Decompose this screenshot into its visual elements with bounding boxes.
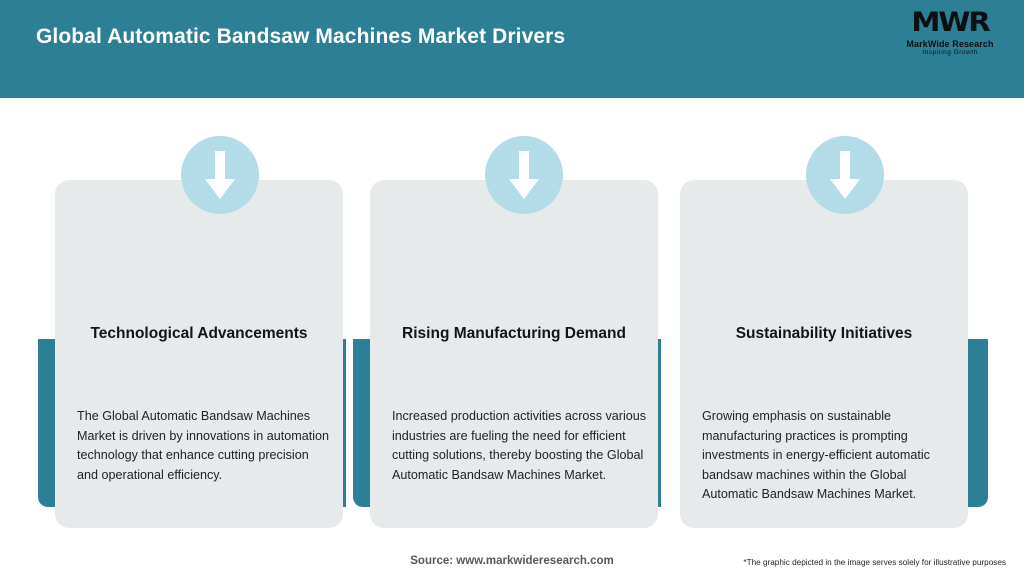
card-title: Sustainability Initiatives <box>735 325 913 342</box>
logo-company-name: MarkWide Research <box>906 39 994 49</box>
card-surface: Rising Manufacturing Demand Increased pr… <box>370 180 658 528</box>
brand-logo: MWR MarkWide Research Inspiring Growth <box>898 8 1002 64</box>
page-title: Global Automatic Bandsaw Machines Market… <box>36 25 566 48</box>
disclaimer-text: *The graphic depicted in the image serve… <box>743 558 1006 567</box>
card-description: The Global Automatic Bandsaw Machines Ma… <box>77 409 330 482</box>
down-arrow-icon <box>806 136 884 214</box>
card-surface: Sustainability Initiatives Growing empha… <box>680 180 968 528</box>
card-title: Rising Manufacturing Demand <box>402 325 626 342</box>
card-description: Growing emphasis on sustainable manufact… <box>702 409 930 501</box>
card-title: Technological Advancements <box>90 325 308 342</box>
source-text: Source: www.markwideresearch.com <box>410 555 614 567</box>
page-header: Global Automatic Bandsaw Machines Market… <box>0 0 1024 98</box>
down-arrow-icon <box>181 136 259 214</box>
card-description: Increased production activities across v… <box>392 409 647 482</box>
card-surface: Technological Advancements The Global Au… <box>55 180 343 528</box>
logo-monogram: MWR <box>911 7 990 38</box>
driver-card-2: Rising Manufacturing Demand Increased pr… <box>345 98 665 538</box>
drivers-container: Technological Advancements The Global Au… <box>0 98 1024 538</box>
logo-tagline: Inspiring Growth <box>922 49 978 56</box>
down-arrow-icon <box>485 136 563 214</box>
driver-card-3: Sustainability Initiatives Growing empha… <box>660 98 988 538</box>
driver-card-1: Technological Advancements The Global Au… <box>30 98 350 538</box>
